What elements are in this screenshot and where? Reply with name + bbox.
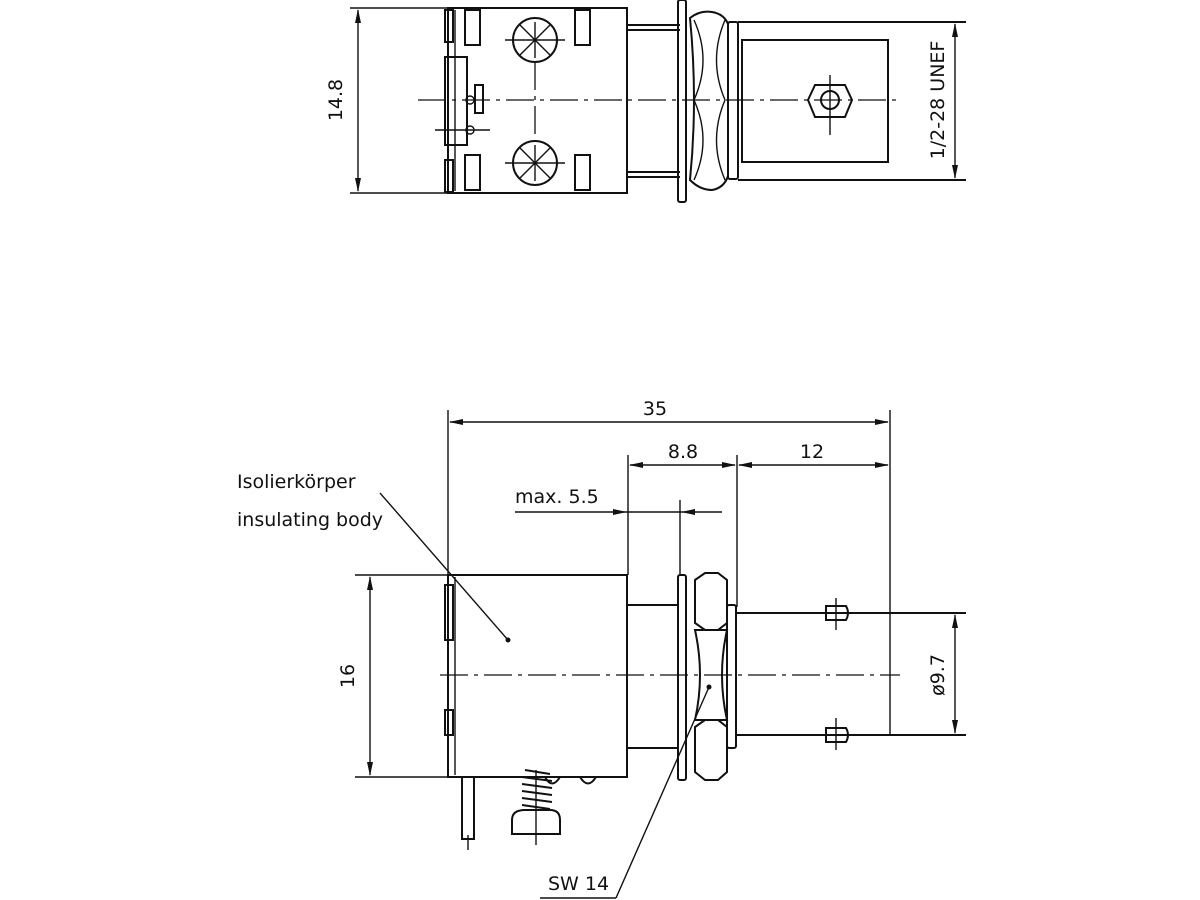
bayonet-pin-top xyxy=(825,605,849,621)
nut-size-label: SW 14 xyxy=(548,873,609,895)
flange xyxy=(677,0,687,203)
bayonet-pin-bottom xyxy=(825,727,849,743)
diameter-label: ø9.7 xyxy=(927,654,949,696)
height-dim-label: 14.8 xyxy=(325,79,347,121)
collar-side xyxy=(726,604,737,749)
body-outline xyxy=(447,7,628,194)
spring-screw xyxy=(511,769,561,845)
nut-hex-top xyxy=(694,572,728,631)
leader-insulating-body xyxy=(379,492,509,641)
leader-nut xyxy=(615,686,710,899)
bayonet-length-label: 12 xyxy=(800,441,824,463)
body-height-label: 16 xyxy=(337,664,359,688)
side-view: 35 8.8 12 max. 5.5 16 xyxy=(237,398,966,899)
terminal-pin xyxy=(461,776,475,840)
insulating-body xyxy=(447,574,628,778)
thread-length-label: 8.8 xyxy=(668,441,698,463)
nut xyxy=(688,10,729,192)
thread-dim-label: 1/2-28 UNEF xyxy=(927,41,949,160)
screw-top xyxy=(505,17,565,63)
bayonet-body xyxy=(741,39,889,163)
label-insulating-body: insulating body xyxy=(237,509,383,531)
label-isolierkoerper: Isolierkörper xyxy=(237,471,356,493)
panel-thickness-label: max. 5.5 xyxy=(515,486,599,508)
overall-length-label: 35 xyxy=(643,398,667,420)
top-view: 14.8 1/2-28 UNEF xyxy=(325,0,966,203)
flange-side xyxy=(677,574,687,781)
screw-bottom xyxy=(505,140,565,186)
